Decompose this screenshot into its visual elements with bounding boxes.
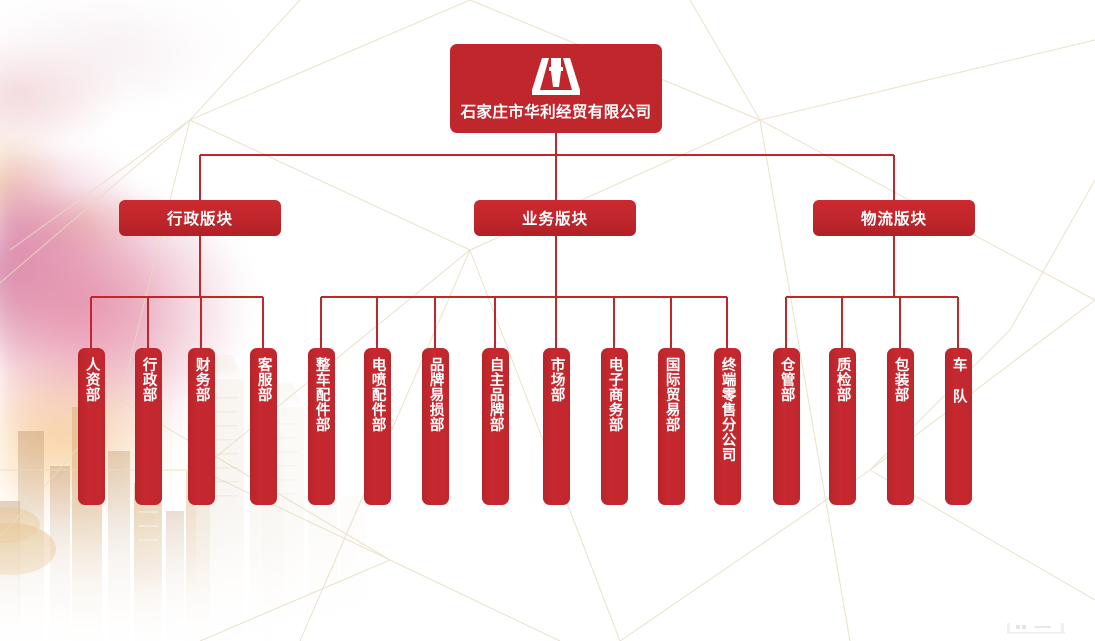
department-node-dianpenpeijianbu[interactable]: 电喷配件部 — [364, 348, 391, 505]
department-label: 终端零售分公司 — [719, 357, 736, 462]
department-node-cangguanbu[interactable]: 仓管部 — [773, 348, 800, 505]
department-label: 人资部 — [83, 357, 100, 402]
section-label-business: 业务版块 — [521, 210, 588, 228]
department-label: 仓管部 — [778, 357, 795, 402]
department-label: 品牌易损部 — [427, 357, 444, 432]
department-node-kefubu[interactable]: 客服部 — [250, 348, 277, 505]
department-node-zhijianbu[interactable]: 质检部 — [829, 348, 856, 505]
department-node-pinpaiyisunbu[interactable]: 品牌易损部 — [422, 348, 449, 505]
department-label: 电子商务部 — [606, 357, 623, 432]
huali-trapezoid-logo-icon — [532, 58, 580, 95]
department-label: 市场部 — [548, 357, 565, 402]
department-node-dianzishangwubu[interactable]: 电子商务部 — [601, 348, 628, 505]
department-node-shichangbu[interactable]: 市场部 — [543, 348, 570, 505]
department-label: 国际贸易部 — [663, 357, 680, 432]
department-label: 包装部 — [892, 357, 909, 402]
department-node-xingzhengbu[interactable]: 行政部 — [135, 348, 162, 505]
root-node-company[interactable]: 石家庄市华利经贸有限公司 — [450, 44, 662, 133]
corner-ui-remnant — [1007, 623, 1065, 634]
department-label: 客服部 — [255, 357, 272, 402]
department-node-zhongduanlingshoufengongsi[interactable]: 终端零售分公司 — [714, 348, 741, 505]
department-node-baozhuangbu[interactable]: 包装部 — [887, 348, 914, 505]
department-label: 质检部 — [834, 357, 851, 402]
department-node-cheduidui[interactable]: 车队 — [945, 348, 972, 505]
root-company-name: 石家庄市华利经贸有限公司 — [460, 103, 652, 121]
department-node-renzibu[interactable]: 人资部 — [78, 348, 105, 505]
department-node-zizhupinpaibu[interactable]: 自主品牌部 — [482, 348, 509, 505]
section-node-admin[interactable]: 行政版块 — [119, 200, 281, 236]
department-label: 电喷配件部 — [369, 357, 386, 432]
section-label-logistics: 物流版块 — [860, 210, 927, 228]
section-label-admin: 行政版块 — [166, 210, 233, 228]
section-node-logistics[interactable]: 物流版块 — [813, 200, 975, 236]
department-label: 财务部 — [193, 357, 210, 402]
section-node-business[interactable]: 业务版块 — [474, 200, 636, 236]
department-node-guojimaoyibu[interactable]: 国际贸易部 — [658, 348, 685, 505]
department-label: 行政部 — [140, 357, 157, 402]
department-node-caiwubu[interactable]: 财务部 — [188, 348, 215, 505]
department-label: 自主品牌部 — [487, 357, 504, 432]
department-label: 车队 — [950, 357, 967, 420]
department-label: 整车配件部 — [313, 357, 330, 432]
department-node-zhengchepeijianbu[interactable]: 整车配件部 — [308, 348, 335, 505]
